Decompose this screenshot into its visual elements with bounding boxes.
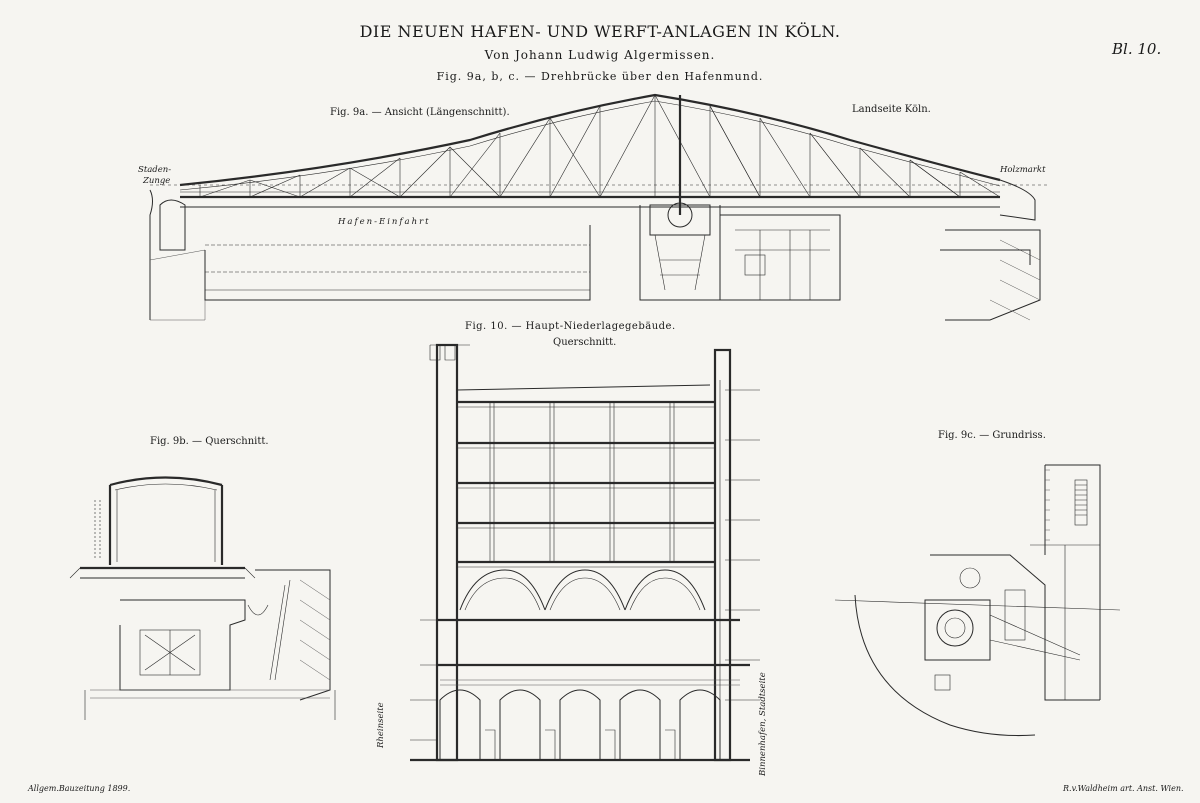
author-line: Von Johann Ludwig Algermissen. <box>484 48 716 62</box>
fig10-right-side-label: Binnenhafen, Stadtseite <box>758 672 768 776</box>
fig9a-left-label-1: Staden- <box>138 165 172 175</box>
fig9a-left-label-2: Zunge <box>143 176 171 186</box>
fig10-caption: Fig. 10. — Haupt-Niederlagegebäude. <box>465 321 676 332</box>
footer-left: Allgem.Bauzeitung 1899. <box>28 784 131 793</box>
fig9a-caption: Fig. 9a. — Ansicht (Längenschnitt). <box>330 107 510 118</box>
fig9b-caption: Fig. 9b. — Querschnitt. <box>150 436 269 447</box>
fig10-warehouse-section <box>410 343 760 762</box>
page-title: DIE NEUEN HAFEN- UND WERFT-ANLAGEN IN KÖ… <box>359 22 841 41</box>
fig9-caption: Fig. 9a, b, c. — Drehbrücke über den Haf… <box>436 70 764 83</box>
plate-number: Bl. 10. <box>1112 40 1162 58</box>
fig9a-right-label: Holzmarkt <box>1000 165 1046 175</box>
fig9c-caption: Fig. 9c. — Grundriss. <box>938 430 1046 441</box>
fig9a-side-label: Landseite Köln. <box>852 104 931 115</box>
fig9c-plan <box>834 464 1121 737</box>
fig9a-channel-label: Hafen-Einfahrt <box>338 217 431 227</box>
fig10-subcaption: Querschnitt. <box>553 337 617 348</box>
fig9b-cross-section <box>69 476 336 720</box>
footer-right: R.v.Waldheim art. Anst. Wien. <box>1063 784 1184 793</box>
fig10-left-side-label: Rheinseite <box>376 702 386 748</box>
fig9a-bridge-elevation <box>149 93 1050 321</box>
